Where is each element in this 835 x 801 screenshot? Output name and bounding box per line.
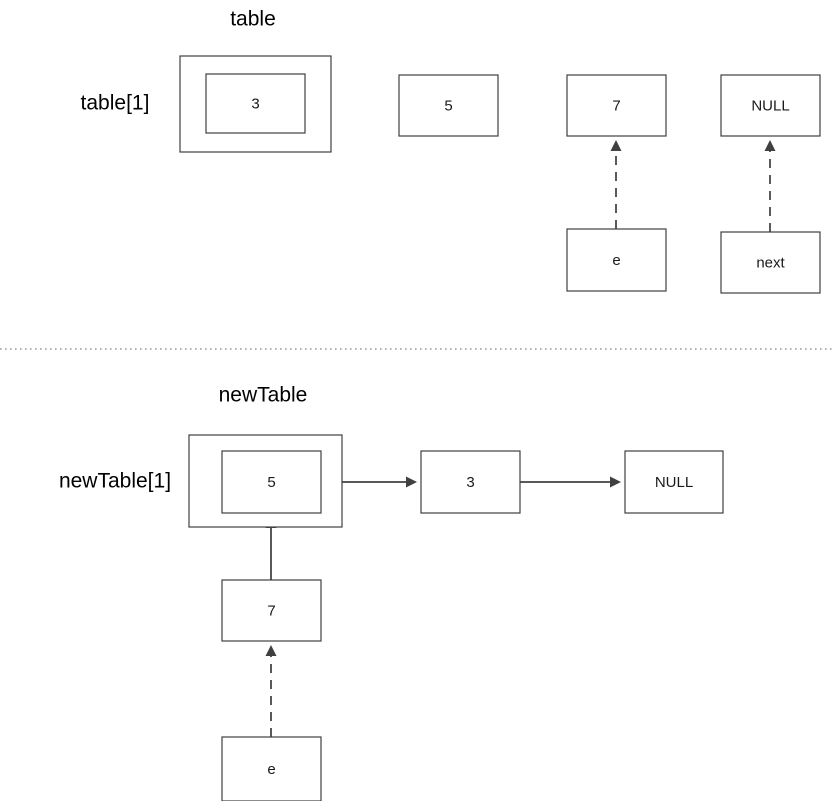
next-points-to-null-group [764,140,776,232]
node-5-label: 5 [444,97,452,114]
newtable-row-label: newTable[1] [59,470,171,493]
table-slot-outer-group [179,55,332,153]
node-7-group: 7 [566,74,667,137]
node-3-group: 3 [205,73,306,134]
newtable-title: newTable [219,384,308,407]
pointer-next [720,231,821,294]
e-points-to-seven-arrowhead [265,645,277,656]
pointer-e-group: e [566,228,667,292]
pointer-e [566,228,667,292]
table-title: table [230,8,276,31]
e-points-to-7-group [610,140,622,229]
e-points-to-7-arrowhead [610,140,622,151]
table-section: 3 5 7 NULL e next table table[1] [81,8,821,294]
node-3-label: 3 [251,95,259,112]
next-points-to-null-arrowhead [764,140,776,151]
node-null-label: NULL [655,474,693,491]
node-5-group: 5 [398,74,499,137]
node-null-group: NULL [624,450,724,514]
three-to-null-group [520,476,621,488]
node-null-group: NULL [720,74,821,137]
node-7-group: 7 [221,579,322,642]
three-to-null-arrowhead [610,476,621,488]
node-5 [398,74,499,137]
node-3 [205,73,306,134]
node-7 [221,579,322,642]
node-3 [420,450,521,514]
e-points-to-seven-group [265,645,277,737]
node-5 [221,450,322,514]
node-5-label: 5 [267,474,275,491]
node-3-label: 3 [466,474,474,491]
newtable-section: 5 3 NULL 7 e newTable newTable[1] [59,384,724,801]
node-3-group: 3 [420,450,521,514]
node-7-label: 7 [612,97,620,114]
pointer-next-group: next [720,231,821,294]
node-7 [566,74,667,137]
pointer-e-label: e [612,252,620,269]
five-to-three-arrowhead [406,476,417,488]
pointer-e-label: e [267,761,275,778]
node-5-group: 5 [221,450,322,514]
node-7-label: 7 [267,602,275,619]
pointer-next-label: next [756,254,785,271]
pointer-e-group: e [221,736,322,801]
table-slot-outer [179,55,332,153]
pointer-e [221,736,322,801]
node-null [624,450,724,514]
node-null [720,74,821,137]
node-null-label: NULL [751,97,789,114]
table-row-label: table[1] [81,92,150,115]
